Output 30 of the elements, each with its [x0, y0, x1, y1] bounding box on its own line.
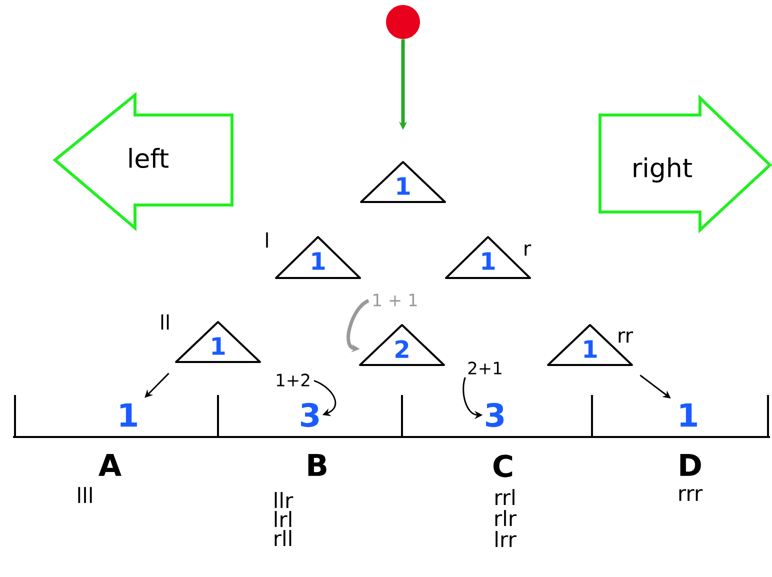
bin-letter: B: [308, 454, 326, 476]
path-sequence: rrl: [496, 489, 514, 505]
bin-letter: D: [680, 454, 701, 476]
arrow-sign: right: [598, 94, 772, 234]
path-sequence: rll: [274, 530, 292, 546]
sum-annotation: 1+2: [276, 374, 310, 386]
sum-annotation: 2+1: [468, 362, 502, 374]
peg-triangle: 1: [175, 321, 261, 363]
peg-triangle: 1: [360, 161, 446, 203]
peg-triangle: 2: [359, 324, 445, 366]
peg-triangle: 1: [275, 236, 361, 279]
ball: [386, 5, 420, 39]
path-label: l: [266, 232, 268, 248]
bin-letter: C: [493, 454, 512, 478]
path-sequence: rrr: [679, 489, 703, 501]
bin-count: 3: [301, 402, 319, 428]
bin-count: 1: [120, 403, 137, 427]
path-label: r: [524, 244, 532, 256]
bin-count: 1: [680, 403, 697, 427]
bin-count: 3: [486, 402, 504, 428]
path-sequence: llr: [274, 492, 294, 508]
arrow: [314, 380, 336, 416]
path-sequence: lll: [78, 487, 92, 503]
path-sequence: lrl: [274, 511, 292, 527]
path-sequence: lrr: [496, 531, 516, 547]
bin-letter: A: [98, 454, 122, 476]
path-label: rr: [618, 331, 634, 343]
path-sequence: rlr: [495, 510, 517, 526]
sum-annotation: 1 + 1: [374, 294, 417, 306]
path-label: ll: [161, 314, 169, 330]
